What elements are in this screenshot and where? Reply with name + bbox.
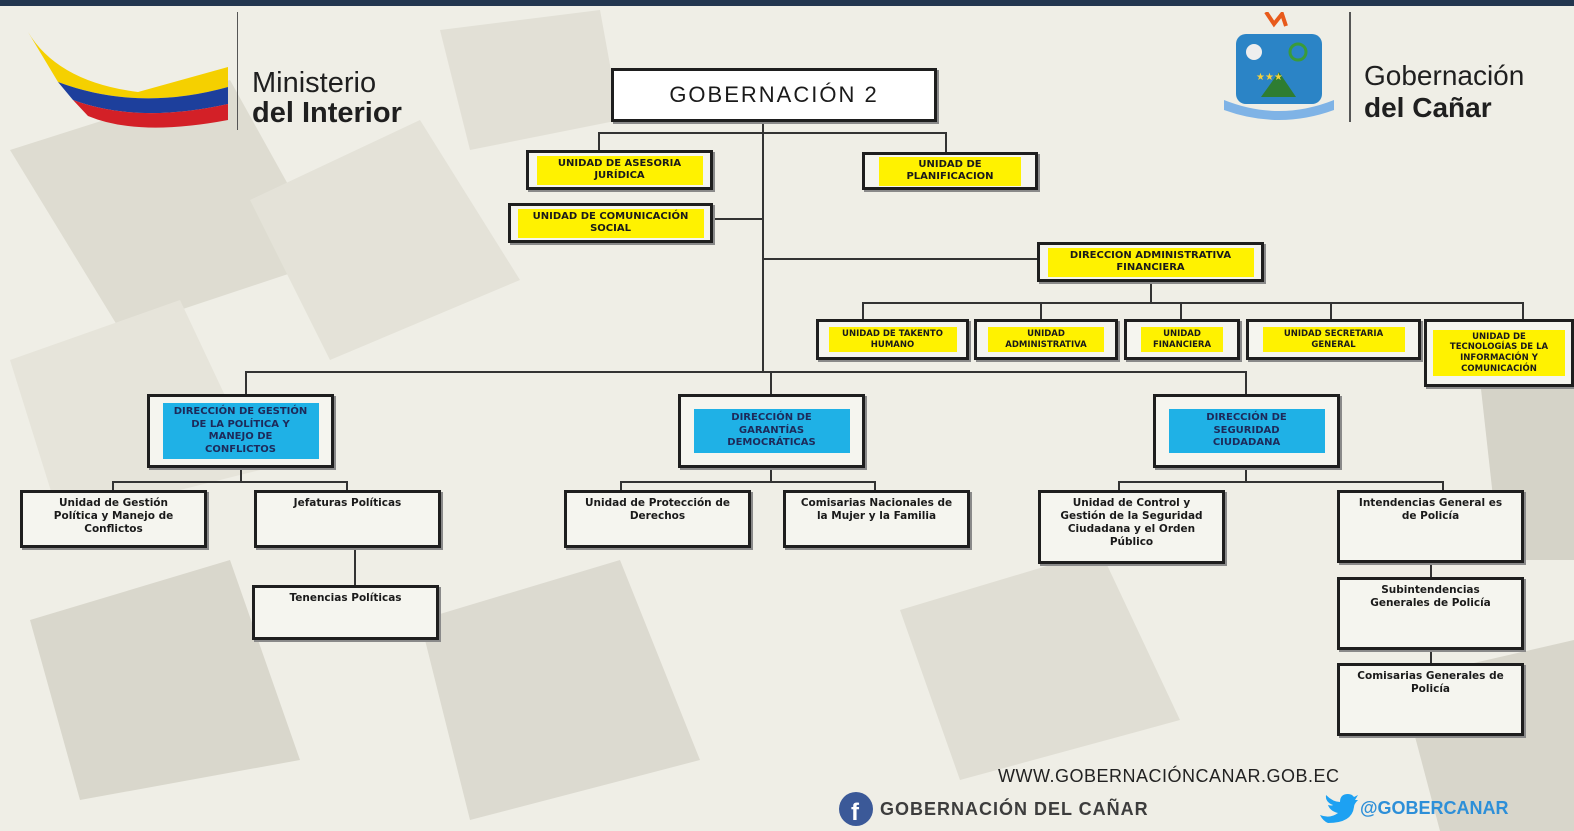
- connector: [620, 481, 622, 491]
- connector: [762, 258, 1038, 260]
- connector: [598, 132, 600, 150]
- unit-label: Unidad de Protección de Derechos: [585, 497, 730, 523]
- unit-box: Jefaturas Políticas: [254, 490, 441, 548]
- twitter-link[interactable]: @GOBERCANAR: [1318, 791, 1509, 825]
- facebook-icon: f: [839, 792, 873, 826]
- unit-box: Unidad de Control y Gestión de la Seguri…: [1038, 490, 1225, 564]
- unit-box: Comisarias Generales de Policía: [1337, 663, 1524, 736]
- connector-top: [598, 132, 947, 134]
- admin-unit-label: UNIDAD DE TAKENTO HUMANO: [828, 326, 957, 353]
- connector: [1245, 371, 1247, 395]
- connector: [240, 467, 242, 483]
- ministerio-title: Ministerio del Interior: [252, 68, 402, 128]
- ministerio-flag-logo: [28, 12, 238, 130]
- website-link[interactable]: WWW.GOBERNACIÓNCANAR.GOB.EC: [998, 766, 1340, 787]
- svg-text:★★★: ★★★: [1256, 72, 1283, 83]
- connector: [712, 218, 764, 220]
- connector: [354, 548, 356, 586]
- top-bar: [0, 0, 1574, 6]
- direction-box: DIRECCIÓN DE GARANTÍAS DEMOCRÁTICAS: [678, 394, 865, 468]
- admin-unit-box: UNIDAD FINANCIERA: [1124, 319, 1240, 360]
- connector: [1150, 282, 1152, 304]
- unit-label: Unidad de Gestión Política y Manejo de C…: [53, 497, 174, 536]
- connector: [1330, 302, 1332, 320]
- unit-box: Intendencias General es de Policía: [1337, 490, 1524, 563]
- facebook-link[interactable]: f GOBERNACIÓN DEL CAÑAR: [838, 791, 1149, 827]
- connector: [1430, 562, 1432, 578]
- unit-label: Comisarias Nacionales de la Mujer y la F…: [800, 497, 953, 523]
- connector: [1442, 481, 1444, 491]
- planificacion-label: UNIDAD DE PLANIFICACION: [879, 156, 1021, 186]
- connector-directions: [245, 371, 1247, 373]
- unit-box: Unidad de Gestión Política y Manejo de C…: [20, 490, 207, 548]
- comunicacion-box: UNIDAD DE COMUNICACIÓN SOCIAL: [508, 203, 713, 243]
- ministerio-line2: del Interior: [252, 97, 402, 129]
- gobernacion-line2: del Cañar: [1364, 92, 1492, 123]
- org-root-label: GOBERNACIÓN 2: [669, 82, 879, 108]
- connector: [1118, 481, 1120, 491]
- unit-label: Jefaturas Políticas: [293, 497, 402, 509]
- connector: [1522, 302, 1524, 320]
- asesoria-label: UNIDAD DE ASESORIA JURÍDICA: [536, 155, 703, 185]
- direction-box: DIRECCIÓN DE GESTIÓN DE LA POLÍTICA Y MA…: [147, 394, 334, 468]
- connector: [346, 481, 348, 491]
- connector: [1180, 302, 1182, 320]
- unit-label: Unidad de Control y Gestión de la Seguri…: [1060, 497, 1203, 549]
- unit-label: Subintendencias Generales de Policía: [1370, 584, 1491, 610]
- planificacion-box: UNIDAD DE PLANIFICACION: [862, 152, 1038, 190]
- connector: [862, 302, 864, 320]
- connector: [620, 481, 876, 483]
- connector: [1430, 648, 1432, 664]
- gobernacion-title: Gobernación del Cañar: [1364, 60, 1524, 124]
- connector: [112, 481, 348, 483]
- facebook-text: GOBERNACIÓN DEL CAÑAR: [880, 798, 1149, 819]
- connector: [945, 132, 947, 152]
- direction-box: DIRECCIÓN DE SEGURIDAD CIUDADANA: [1153, 394, 1340, 468]
- admin-unit-label: UNIDAD SECRETARIA GENERAL: [1262, 326, 1405, 353]
- unit-label: Tenencias Políticas: [289, 592, 402, 604]
- direction-label: DIRECCIÓN DE GARANTÍAS DEMOCRÁTICAS: [693, 409, 850, 453]
- unit-label: Intendencias General es de Policía: [1358, 497, 1503, 523]
- ministerio-line1: Ministerio: [252, 67, 377, 99]
- admin-unit-label: UNIDAD DE TECNOLOGÍAS DE LA INFORMACIÓN …: [1433, 329, 1565, 377]
- admin-unit-box: UNIDAD DE TAKENTO HUMANO: [816, 319, 969, 360]
- unit-box: Subintendencias Generales de Policía: [1337, 577, 1524, 650]
- unit-box: Comisarias Nacionales de la Mujer y la F…: [783, 490, 970, 548]
- connector-admin: [862, 302, 1524, 304]
- twitter-bird-icon: [1320, 794, 1358, 823]
- unit-box: Unidad de Protección de Derechos: [564, 490, 751, 548]
- admin-unit-box: UNIDAD SECRETARIA GENERAL: [1246, 319, 1421, 360]
- connector: [245, 371, 247, 395]
- connector-trunk: [762, 120, 764, 372]
- connector: [112, 481, 114, 491]
- canar-seal-logo: ★★★: [1224, 12, 1351, 122]
- twitter-text: @GOBERCANAR: [1360, 797, 1509, 818]
- admin-unit-box: UNIDAD ADMINISTRATIVA: [974, 319, 1118, 360]
- unit-label: Comisarias Generales de Policía: [1357, 670, 1504, 696]
- direction-label: DIRECCIÓN DE SEGURIDAD CIUDADANA: [1168, 409, 1325, 453]
- website-text: WWW.GOBERNACIÓNCANAR.GOB.EC: [998, 766, 1340, 786]
- connector: [1118, 481, 1444, 483]
- connector: [874, 481, 876, 491]
- administrativa-label: DIRECCION ADMINISTRATIVA FINANCIERA: [1047, 247, 1254, 277]
- admin-unit-label: UNIDAD FINANCIERA: [1141, 326, 1223, 353]
- unit-box: Tenencias Políticas: [252, 585, 439, 640]
- svg-text:f: f: [851, 799, 860, 826]
- administrativa-box: DIRECCION ADMINISTRATIVA FINANCIERA: [1037, 242, 1264, 282]
- admin-unit-box: UNIDAD DE TECNOLOGÍAS DE LA INFORMACIÓN …: [1424, 319, 1574, 387]
- asesoria-box: UNIDAD DE ASESORIA JURÍDICA: [526, 150, 713, 190]
- direction-label: DIRECCIÓN DE GESTIÓN DE LA POLÍTICA Y MA…: [162, 403, 319, 459]
- connector: [1245, 467, 1247, 483]
- connector: [1040, 302, 1042, 320]
- gobernacion-line1: Gobernación: [1364, 60, 1525, 91]
- connector: [770, 467, 772, 483]
- org-root-box: GOBERNACIÓN 2: [611, 68, 937, 122]
- admin-unit-label: UNIDAD ADMINISTRATIVA: [988, 326, 1104, 353]
- comunicacion-label: UNIDAD DE COMUNICACIÓN SOCIAL: [517, 208, 704, 238]
- connector: [770, 371, 772, 395]
